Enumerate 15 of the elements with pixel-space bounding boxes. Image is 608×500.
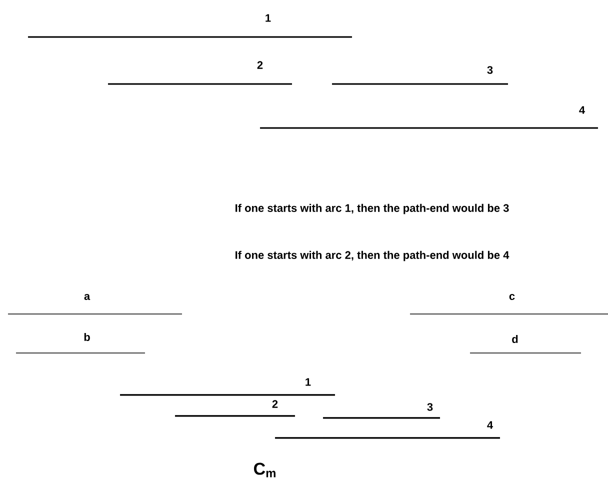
arc-label: 4 [487,421,493,429]
arc-label: 4 [579,106,585,114]
arc-label: a [84,294,90,300]
arc-label: 2 [257,61,263,69]
note-text: If one starts with arc 2, then the path-end would be 4 [236,250,510,262]
arc-label: c [509,294,515,300]
arc-label: 3 [487,66,493,74]
arc-label: 2 [272,400,278,408]
arc-label: 3 [427,403,433,411]
arc-label: b [84,332,90,342]
note-text: If one starts with arc 1, then the path-end would be 3 [236,204,509,214]
set-label: C$_{m}$ [254,462,276,478]
arc-label: d [512,334,518,344]
arc-label: 1 [266,14,271,22]
arc-label: 1 [306,378,311,386]
